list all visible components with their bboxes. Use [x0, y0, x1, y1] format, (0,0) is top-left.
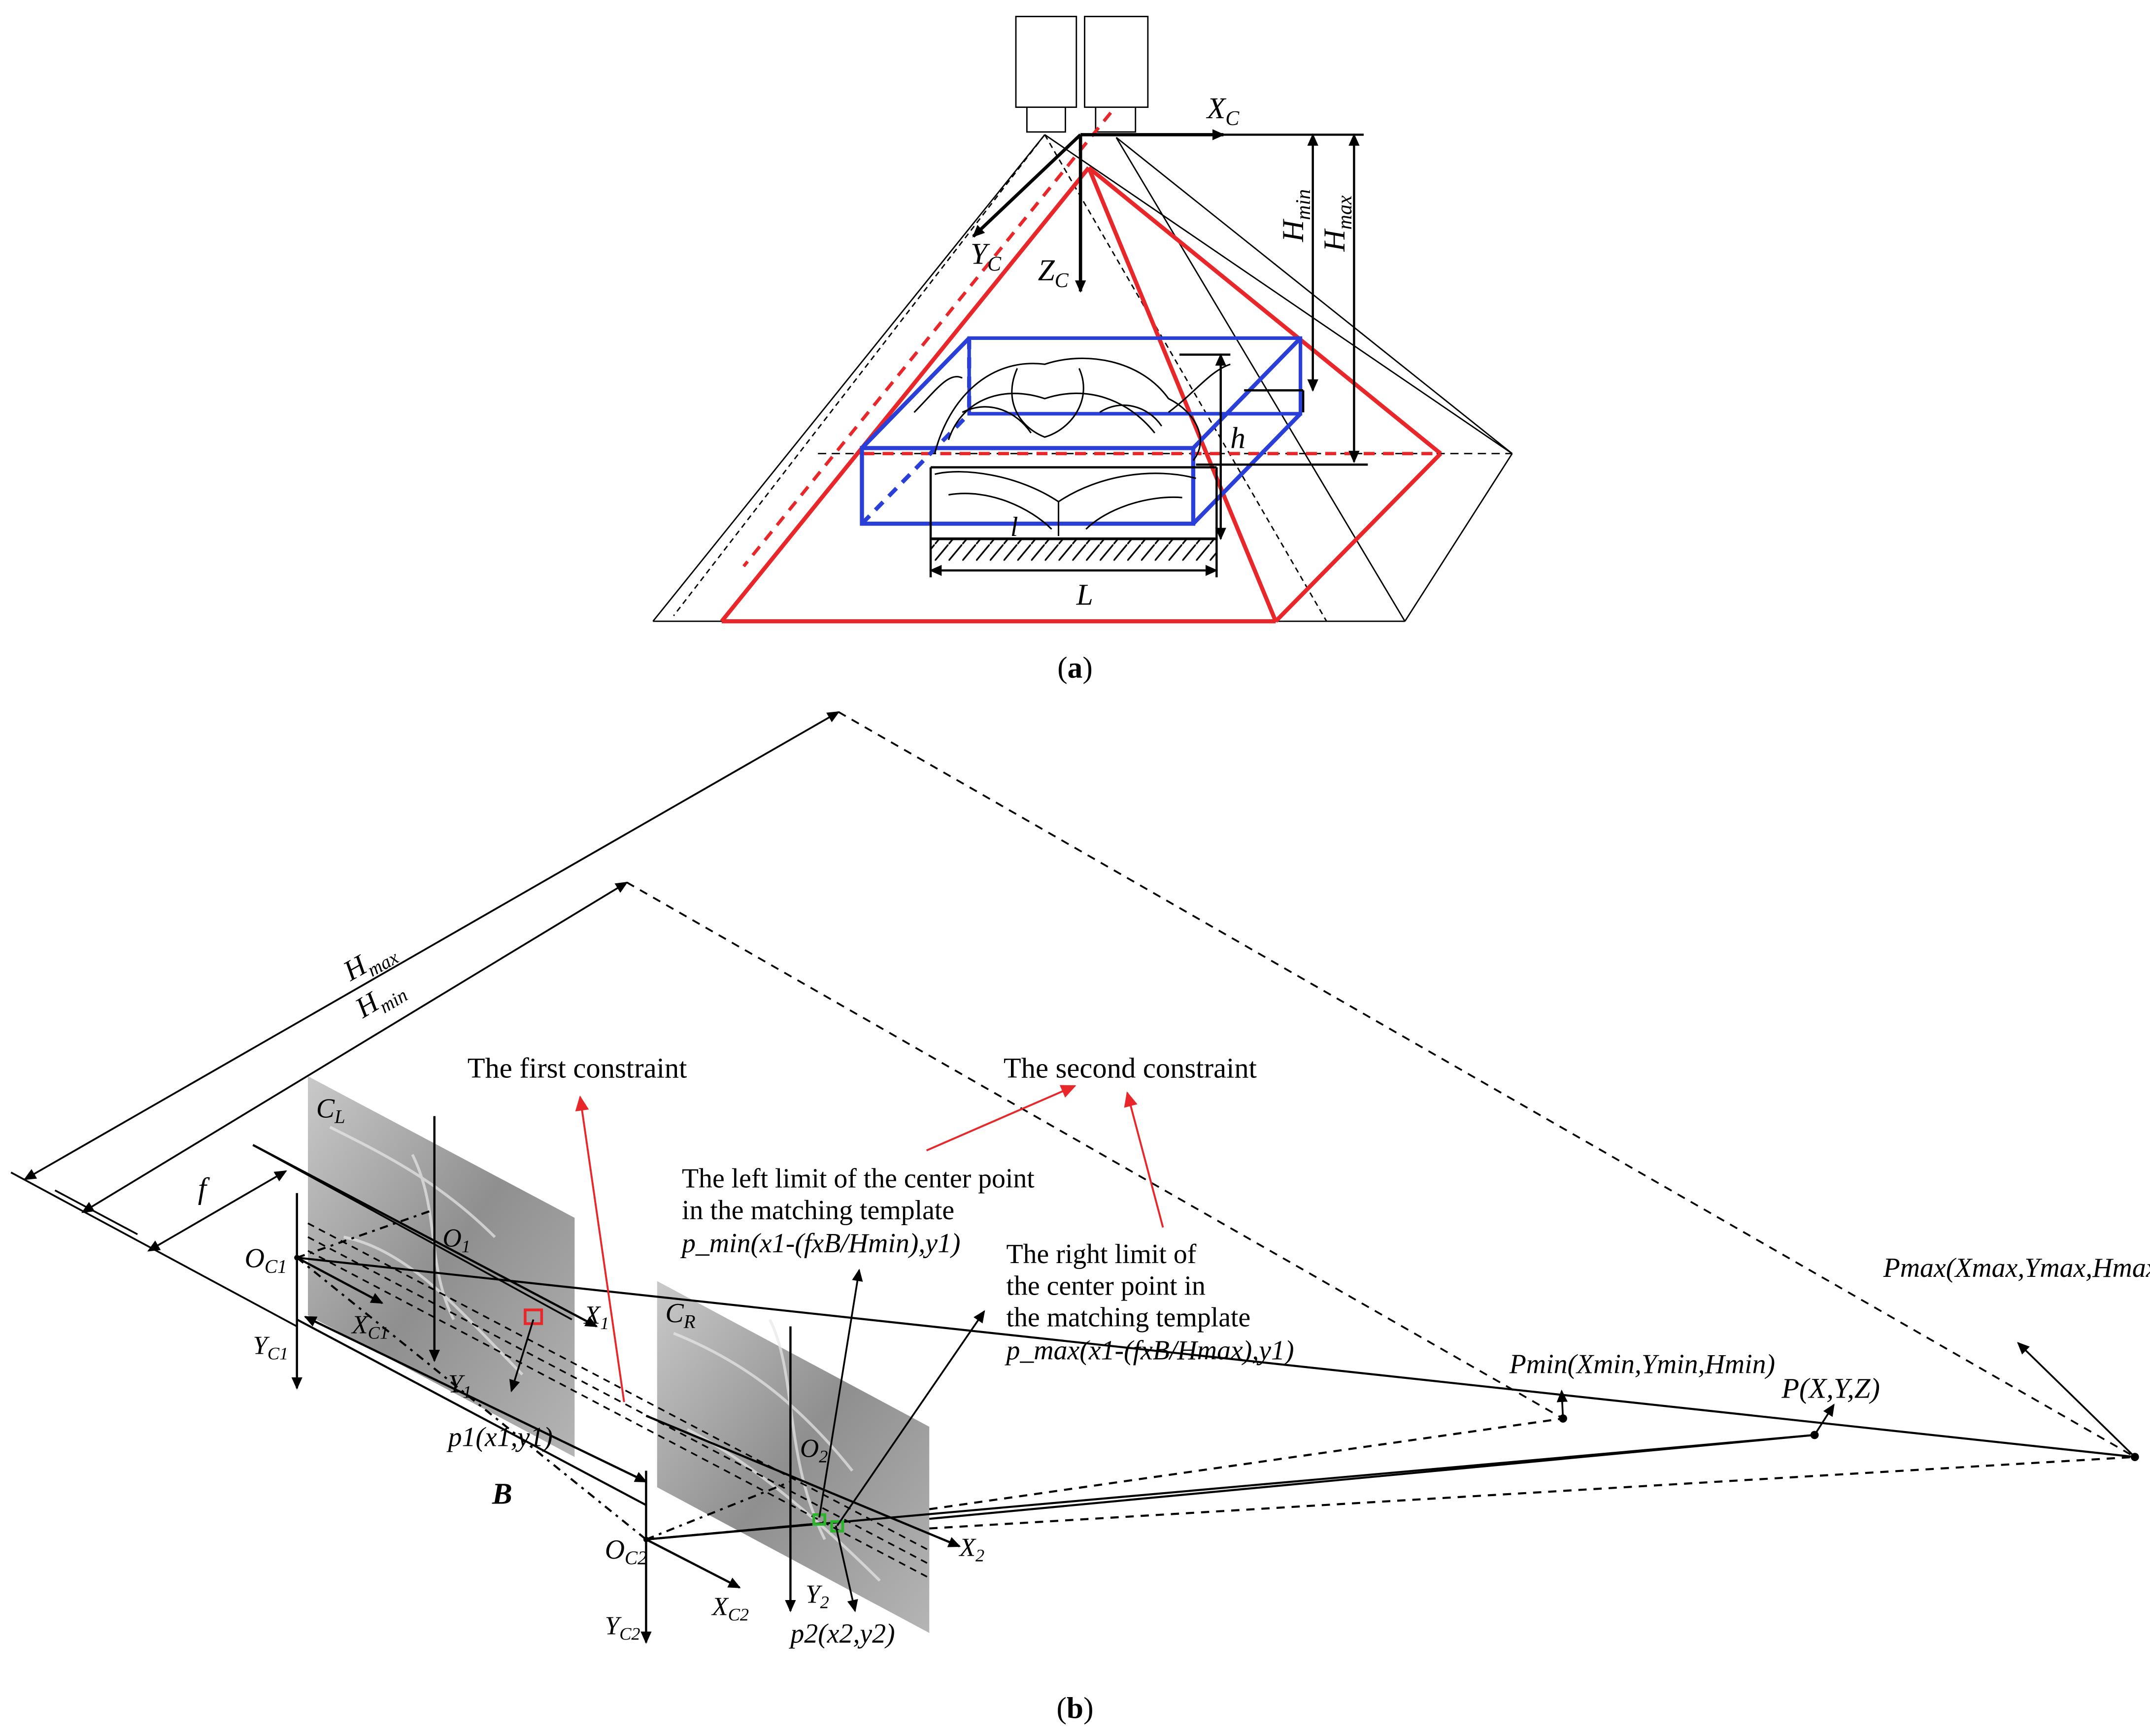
right-limit-line1: The right limit of: [1006, 1239, 1196, 1269]
cabbage-plant-illustration: [913, 357, 1231, 536]
red-field-of-view: [720, 111, 1443, 624]
camera-left-lens: [1026, 107, 1066, 133]
label-l-small: l: [1010, 512, 1018, 542]
camera-right-body: [1084, 16, 1149, 108]
point-pmin: [1559, 1414, 1567, 1423]
right-limit-line3: the matching template: [1006, 1302, 1250, 1333]
origin-oc1: [294, 1255, 300, 1261]
label-B: B: [492, 1477, 512, 1510]
label-oc1: OC1: [245, 1243, 287, 1277]
label-yc2: YC2: [605, 1612, 640, 1644]
label-h: h: [1230, 422, 1245, 455]
label-p2: p2(x2,y2): [788, 1618, 895, 1649]
label-o1: O1: [442, 1224, 470, 1256]
label-x1: X1: [583, 1301, 609, 1333]
far-dashed-planes: [626, 711, 2136, 1458]
label-yc: YC: [971, 237, 1002, 276]
label-pmax: Pmax(Xmax,Ymax,Hmax): [1883, 1253, 2150, 1283]
label-cr: CR: [665, 1298, 695, 1332]
label-y1: Y1: [448, 1369, 472, 1402]
right-limit-formula: p_max(x1-(fxB/Hmax),y1): [1004, 1335, 1294, 1366]
label-x2: X2: [959, 1533, 985, 1565]
caption-a: (a): [1057, 651, 1093, 685]
label-cl: CL: [316, 1093, 345, 1127]
image-plane-left: [308, 1076, 575, 1457]
image-plane-right: [657, 1281, 930, 1633]
ground-hatch: [931, 538, 1217, 561]
label-yc1: YC1: [253, 1331, 288, 1363]
left-limit-formula: p_min(x1-(fxB/Hmin),y1): [680, 1228, 961, 1259]
label-p1: p1(x1,y1): [446, 1422, 553, 1452]
blue-bounding-box: [860, 336, 1303, 526]
panel-a: XC YC ZC Hmin Hmax h l L (a): [652, 16, 1513, 685]
caption-b: (b): [1056, 1692, 1093, 1725]
pointer-arrows: [509, 1269, 2136, 1612]
camera-axes: [972, 129, 1225, 293]
label-first-constraint: The first constraint: [468, 1052, 687, 1084]
label-hmin: Hmin: [1277, 189, 1315, 242]
label-p: P(X,Y,Z): [1781, 1372, 1880, 1404]
camera-axes-b: [252, 1116, 961, 1644]
label-xc2: XC2: [711, 1592, 749, 1624]
label-y2: Y2: [806, 1580, 829, 1612]
camera-right-lens: [1095, 107, 1137, 133]
label-second-constraint: The second constraint: [1004, 1052, 1257, 1084]
label-zc: ZC: [1038, 254, 1069, 292]
point-pmax: [2130, 1453, 2139, 1461]
point-p: [1810, 1431, 1819, 1439]
label-pmin: Pmin(Xmin,Ymin,Hmin): [1509, 1349, 1775, 1379]
label-b-hmax: Hmax: [337, 933, 403, 992]
panel-b: Hmax Hmin f B The first constraint The s…: [10, 711, 2150, 1725]
constraint-arrows: [575, 1085, 1164, 1402]
label-xc1: XC1: [351, 1310, 389, 1342]
label-o2: O2: [800, 1435, 828, 1467]
label-oc2: OC2: [605, 1535, 647, 1569]
label-L: L: [1076, 578, 1093, 612]
label-f: f: [198, 1172, 210, 1205]
origin-oc2: [643, 1536, 649, 1542]
label-hmax: Hmax: [1318, 195, 1356, 252]
dimension-lines-a: [929, 133, 1368, 577]
left-limit-line1: The left limit of the center point: [682, 1164, 1035, 1194]
pixel-marker-p1: [524, 1308, 543, 1325]
camera-left-body: [1015, 16, 1077, 108]
right-limit-line2: the center point in: [1006, 1270, 1206, 1301]
label-xc: XC: [1206, 92, 1240, 130]
left-limit-line2: in the matching template: [682, 1195, 954, 1226]
